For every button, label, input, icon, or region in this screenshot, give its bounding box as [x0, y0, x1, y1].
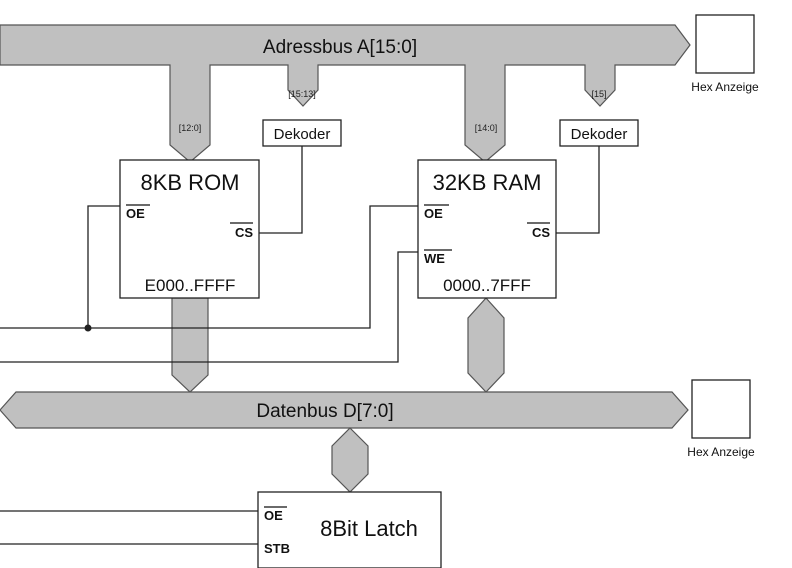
- latch-title: 8Bit Latch: [320, 516, 418, 541]
- hex-display-address-label: Hex Anzeige: [691, 80, 759, 94]
- ram-address-range: 0000..7FFF: [443, 276, 531, 295]
- rom-cs-wire: [255, 146, 303, 234]
- rom-oe-wire: [87, 205, 120, 328]
- data-bus: [0, 391, 689, 429]
- rom-address-bits: [12:0]: [179, 123, 202, 133]
- ram-decoder-label: Dekoder: [571, 126, 628, 143]
- rom-decoder-bits: [15:13]: [288, 89, 316, 99]
- rom-address-range: E000..FFFF: [145, 276, 236, 295]
- hex-display-data: [691, 379, 751, 439]
- ram-address-bits: [14:0]: [475, 123, 498, 133]
- oe-line: [0, 205, 418, 329]
- ram-cs-pin: CS: [532, 225, 550, 240]
- rom-data-connector: [171, 297, 209, 393]
- rom-decoder: [262, 119, 342, 147]
- ram-cs-wire: [552, 146, 600, 234]
- rom-cs-pin: CS: [235, 225, 253, 240]
- latch-chip: [257, 491, 442, 568]
- rom-title: 8KB ROM: [140, 170, 239, 195]
- address-bus: [0, 24, 691, 163]
- ram-data-connector: [467, 297, 505, 393]
- hex-display-address: [695, 14, 755, 74]
- ram-oe-pin: OE: [424, 206, 443, 221]
- ram-chip: [417, 159, 557, 299]
- address-bus-label: Adressbus A[15:0]: [263, 37, 417, 58]
- ram-decoder: [559, 119, 639, 147]
- ram-title: 32KB RAM: [433, 170, 542, 195]
- rom-chip: [119, 159, 260, 299]
- we-line: [0, 251, 418, 363]
- latch-data-connector: [331, 427, 369, 493]
- hex-display-data-label: Hex Anzeige: [687, 445, 755, 459]
- rom-decoder-label: Dekoder: [274, 126, 331, 143]
- ram-decoder-bits: [15]: [591, 89, 606, 99]
- data-bus-label: Datenbus D[7:0]: [256, 401, 393, 422]
- latch-oe-pin: OE: [264, 508, 283, 523]
- rom-oe-pin: OE: [126, 206, 145, 221]
- latch-stb-pin: STB: [264, 541, 290, 556]
- ram-we-pin: WE: [424, 251, 445, 266]
